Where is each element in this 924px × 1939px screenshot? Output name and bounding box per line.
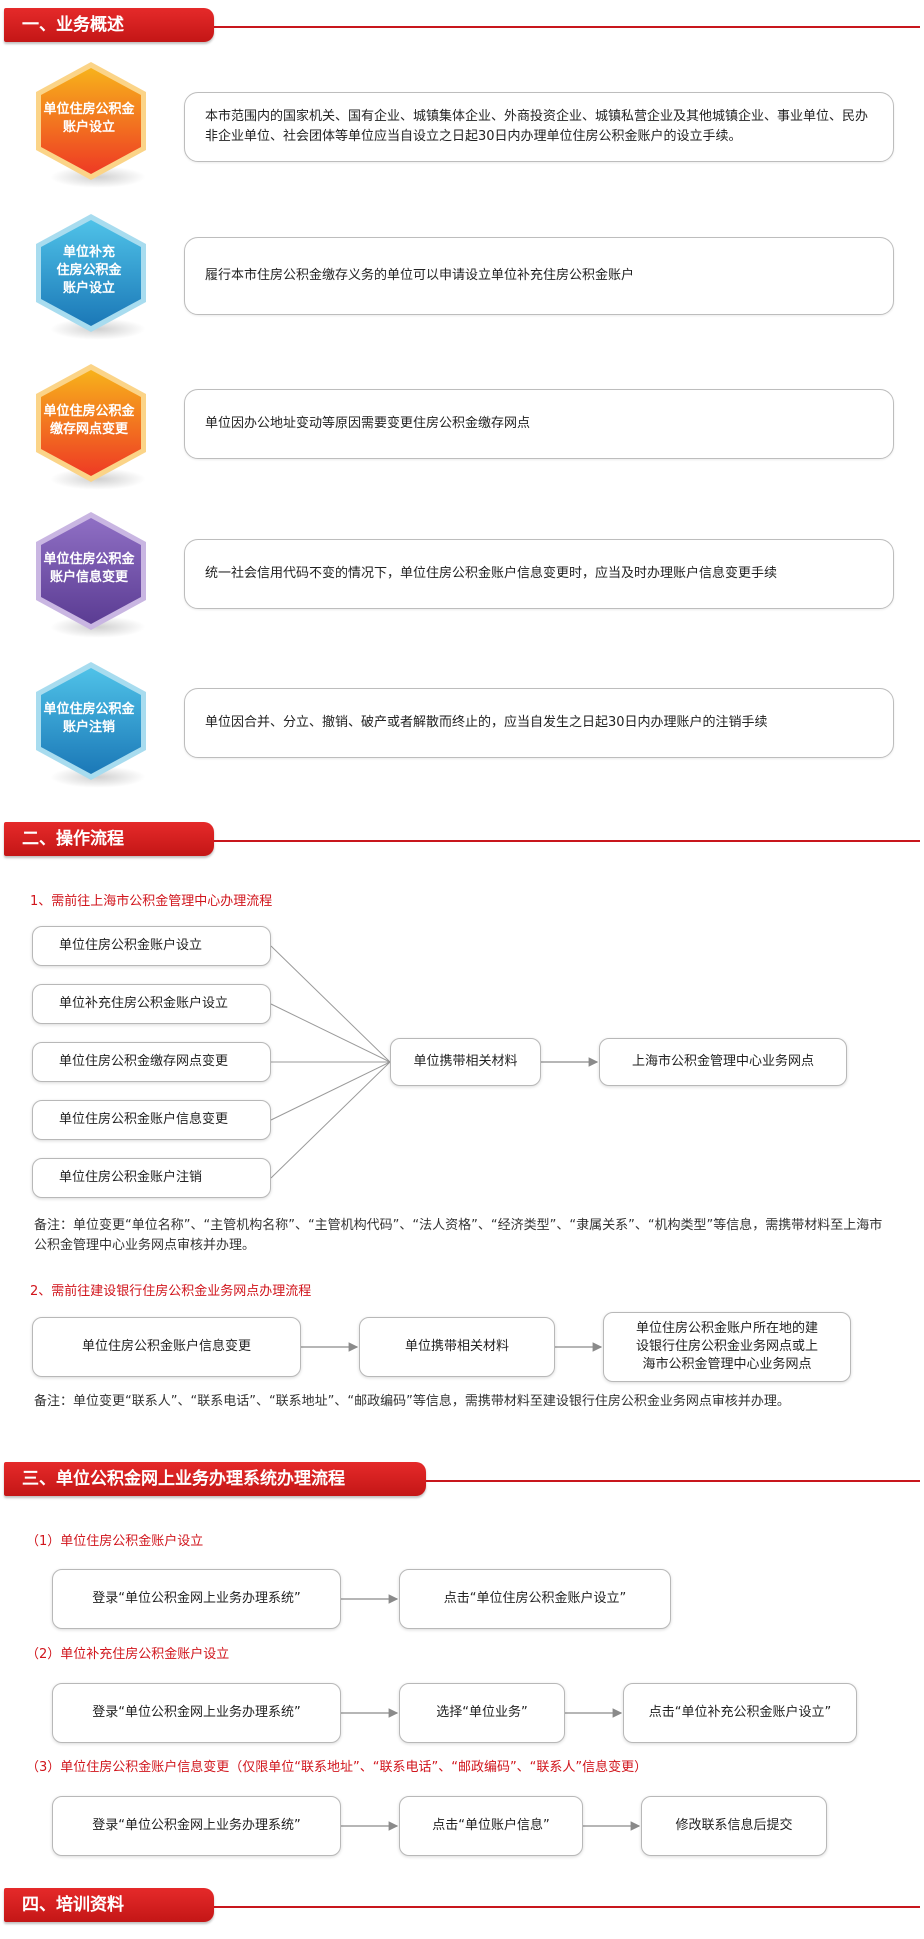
online-step: 点击“单位补充公积金账户设立” xyxy=(623,1683,857,1743)
section-title: 一、业务概述 xyxy=(4,8,214,42)
flow2-title: 2、需前往建设银行住房公积金业务网点办理流程 xyxy=(30,1284,312,1299)
online-step: 选择“单位业务” xyxy=(399,1683,565,1743)
section-header-overview: 一、业务概述 xyxy=(0,8,924,44)
hex-badge-orange: 单位住房公积金账户设立 xyxy=(28,60,154,196)
flow1-item: 单位住房公积金账户注销 xyxy=(32,1158,271,1198)
online-step: 登录“单位公积金网上业务办理系统” xyxy=(52,1569,341,1629)
flow1-item: 单位住房公积金账户信息变更 xyxy=(32,1100,271,1140)
section-header-process: 二、操作流程 xyxy=(0,822,924,858)
flow2-note: 备注：单位变更“联系人”、“联系电话”、“联系地址”、“邮政编码”等信息，需携带… xyxy=(34,1394,790,1409)
flow1-end: 上海市公积金管理中心业务网点 xyxy=(599,1038,847,1086)
flow2-middle: 单位携带相关材料 xyxy=(359,1317,555,1377)
overview-description: 单位因合并、分立、撤销、破产或者解散而终止的，应当自发生之日起30日内办理账户的… xyxy=(184,688,894,758)
flow1-item: 单位补充住房公积金账户设立 xyxy=(32,984,271,1024)
overview-description: 本市范围内的国家机关、国有企业、城镇集体企业、外商投资企业、城镇私营企业及其他城… xyxy=(184,92,894,162)
section-title: 二、操作流程 xyxy=(4,822,214,856)
overview-description: 履行本市住房公积金缴存义务的单位可以申请设立单位补充住房公积金账户 xyxy=(184,237,894,315)
online-step: 点击“单位账户信息” xyxy=(399,1796,583,1856)
online-p3-title: （3）单位住房公积金账户信息变更（仅限单位“联系地址”、“联系电话”、“邮政编码… xyxy=(26,1760,648,1775)
section-divider xyxy=(214,26,920,28)
flow2-start: 单位住房公积金账户信息变更 xyxy=(32,1317,301,1377)
section-header-training: 四、培训资料 xyxy=(0,1888,924,1924)
online-step: 点击“单位住房公积金账户设立” xyxy=(399,1569,671,1629)
hex-badge-orange: 单位住房公积金缴存网点变更 xyxy=(28,362,154,498)
flow1-item: 单位住房公积金账户设立 xyxy=(32,926,271,966)
section-divider xyxy=(214,840,920,842)
online-p1-title: （1）单位住房公积金账户设立 xyxy=(26,1534,204,1549)
section-divider xyxy=(214,1906,920,1908)
flow1-note: 备注：单位变更“单位名称”、“主管机构名称”、“主管机构代码”、“法人资格”、“… xyxy=(34,1218,883,1253)
hex-badge-purple: 单位住房公积金账户信息变更 xyxy=(28,510,154,646)
overview-description: 单位因办公地址变动等原因需要变更住房公积金缴存网点 xyxy=(184,389,894,459)
online-step: 登录“单位公积金网上业务办理系统” xyxy=(52,1683,341,1743)
flow1-middle: 单位携带相关材料 xyxy=(390,1038,541,1086)
section-title: 四、培训资料 xyxy=(4,1888,214,1922)
section-header-online: 三、单位公积金网上业务办理系统办理流程 xyxy=(0,1462,924,1498)
section-title: 三、单位公积金网上业务办理系统办理流程 xyxy=(4,1462,426,1496)
flow1-item: 单位住房公积金缴存网点变更 xyxy=(32,1042,271,1082)
online-step: 登录“单位公积金网上业务办理系统” xyxy=(52,1796,341,1856)
flow1-title: 1、需前往上海市公积金管理中心办理流程 xyxy=(30,894,273,909)
hex-badge-blue: 单位住房公积金账户注销 xyxy=(28,660,154,796)
overview-description: 统一社会信用代码不变的情况下，单位住房公积金账户信息变更时，应当及时办理账户信息… xyxy=(184,539,894,609)
section-divider xyxy=(426,1480,920,1482)
online-p2-title: （2）单位补充住房公积金账户设立 xyxy=(26,1647,230,1662)
hex-badge-blue: 单位补充住房公积金账户设立 xyxy=(28,212,154,348)
online-step: 修改联系信息后提交 xyxy=(641,1796,827,1856)
flow2-end: 单位住房公积金账户所在地的建设银行住房公积金业务网点或上海市公积金管理中心业务网… xyxy=(603,1312,851,1382)
